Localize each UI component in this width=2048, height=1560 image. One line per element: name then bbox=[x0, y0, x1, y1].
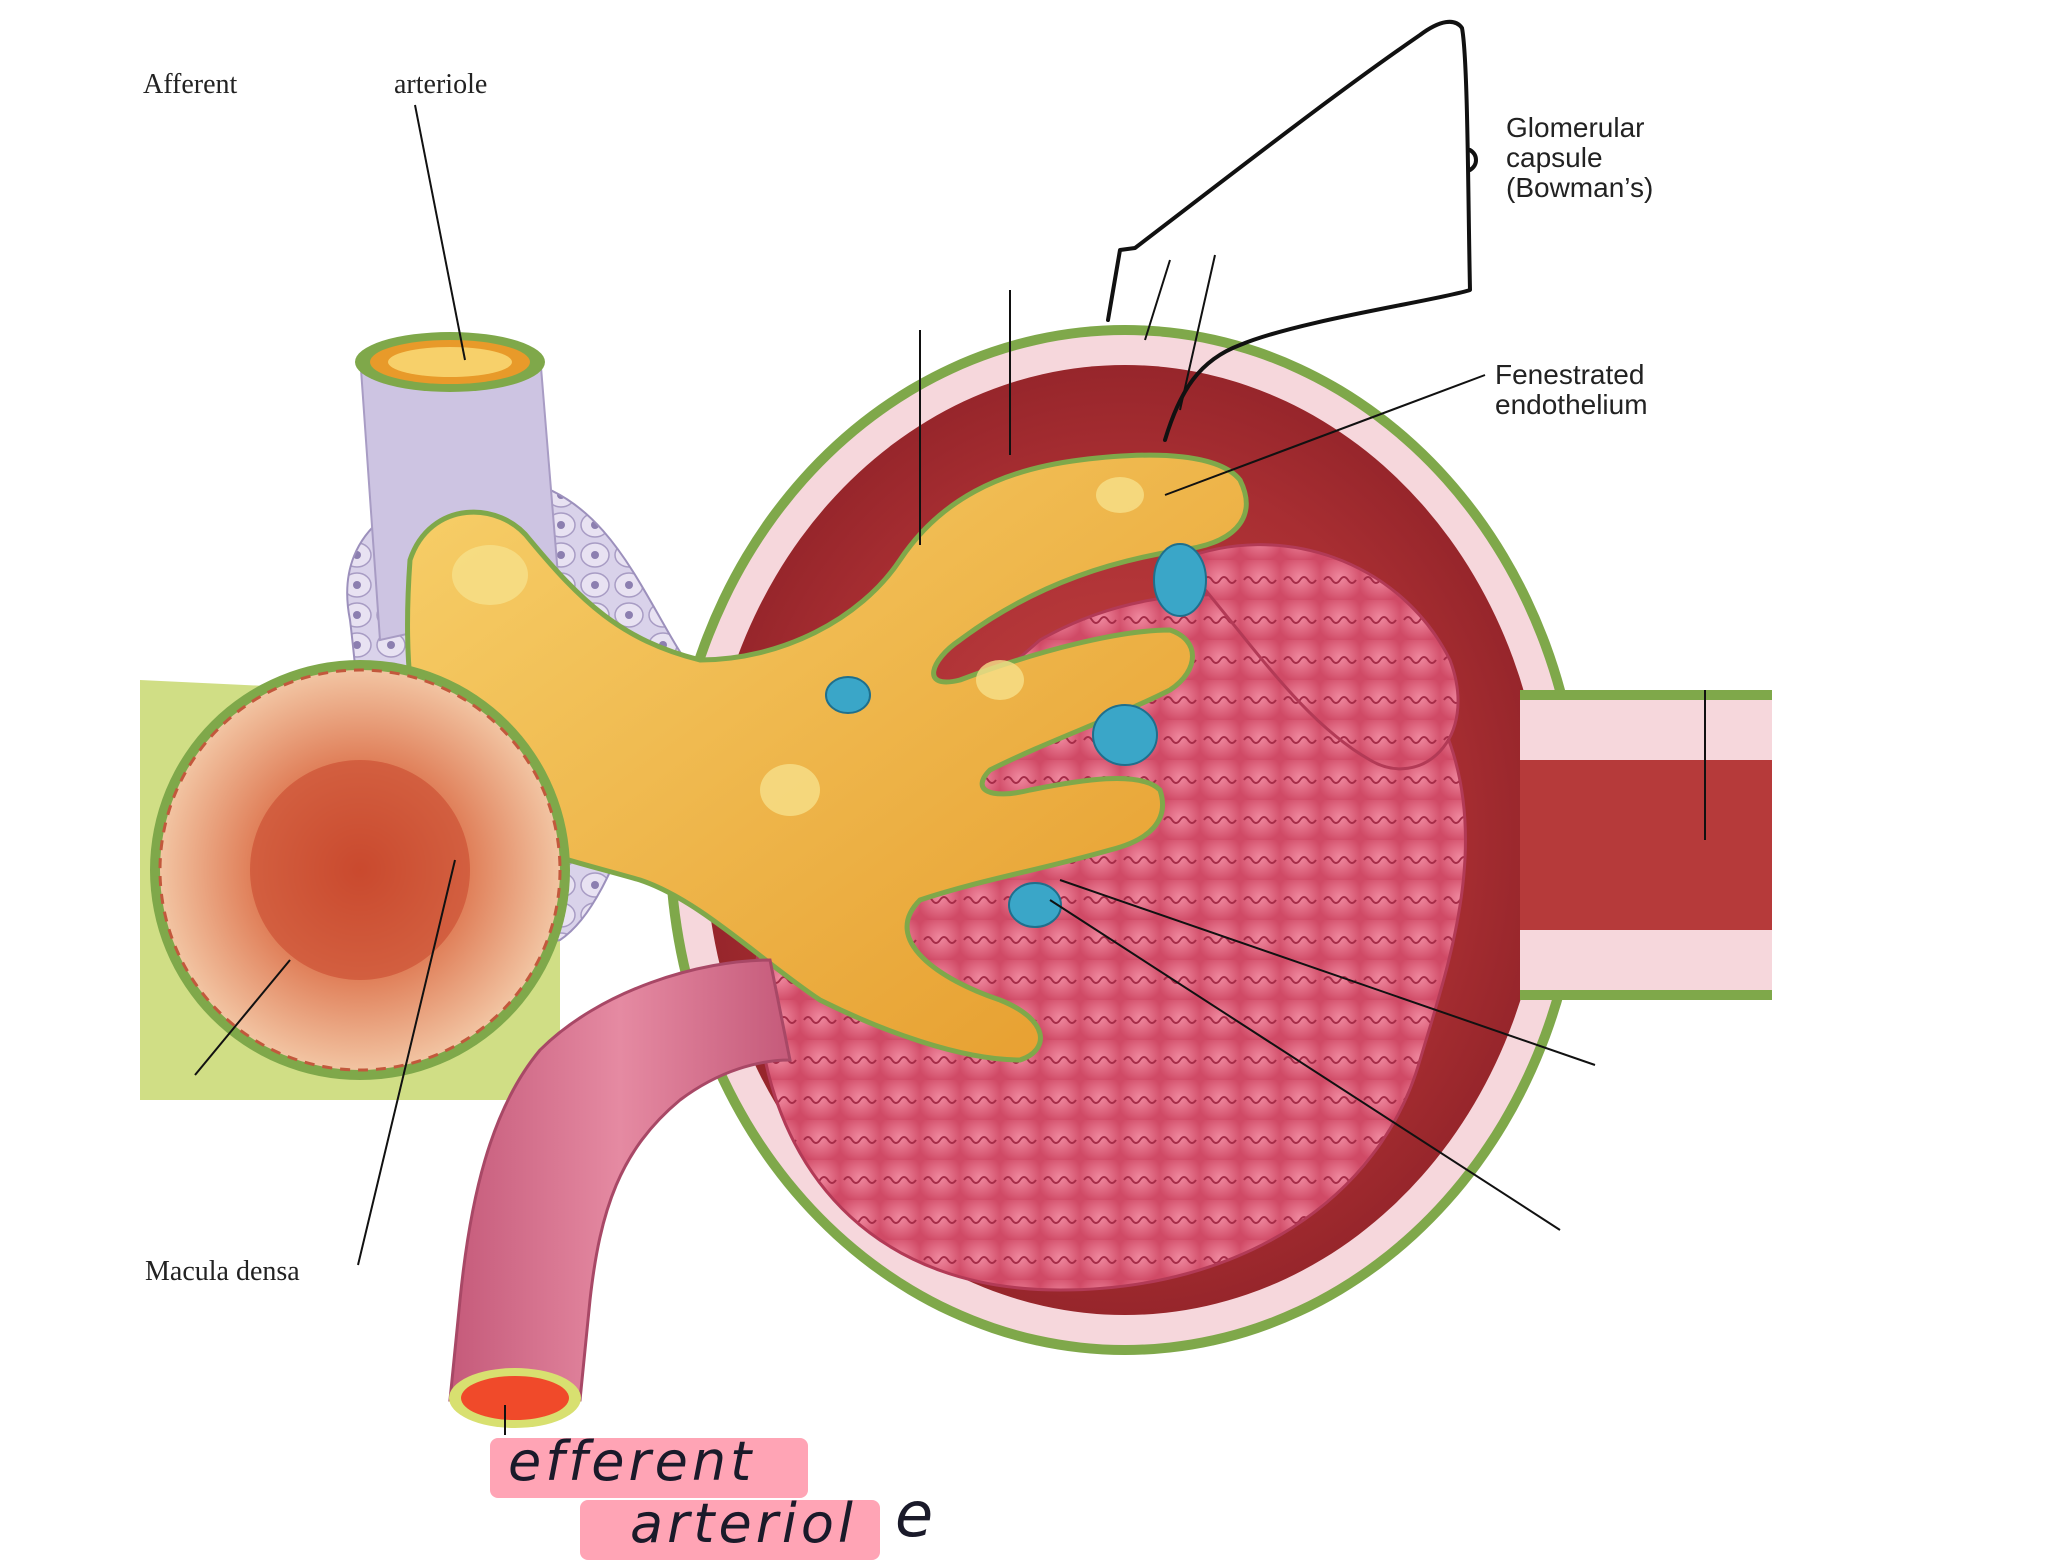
label-fenestrated-line2: endothelium bbox=[1495, 389, 1648, 420]
label-afferent: Afferent bbox=[143, 69, 238, 100]
macula-densa-tubule bbox=[150, 660, 570, 1080]
label-fenestrated-endothelium: Fenestrated endothelium bbox=[1495, 360, 1648, 420]
label-glomerular-capsule-line1: Glomerular bbox=[1506, 112, 1645, 143]
label-glomerular-capsule: Glomerular capsule (Bowman’s) bbox=[1506, 113, 1653, 203]
label-glomerular-capsule-line2: capsule bbox=[1506, 142, 1603, 173]
leader-lines bbox=[194, 104, 1706, 1435]
efferent-arteriole-tube bbox=[448, 958, 792, 1428]
label-glomerular-capsule-line3: (Bowman’s) bbox=[1506, 172, 1654, 203]
handwritten-bracket bbox=[1106, 19, 1478, 442]
handwritten-arteriol: arteriol bbox=[630, 1492, 857, 1555]
highlight-efferent bbox=[490, 1438, 808, 1498]
mesangial-cells bbox=[825, 543, 1207, 928]
label-arteriole: arteriole bbox=[394, 69, 488, 100]
label-fenestrated-line1: Fenestrated bbox=[1495, 359, 1645, 390]
proximal-tubule bbox=[1520, 690, 1772, 1000]
handwritten-efferent: efferent bbox=[508, 1430, 756, 1493]
label-macula-densa: Macula densa bbox=[145, 1256, 300, 1287]
handwritten-e: e bbox=[895, 1478, 938, 1551]
